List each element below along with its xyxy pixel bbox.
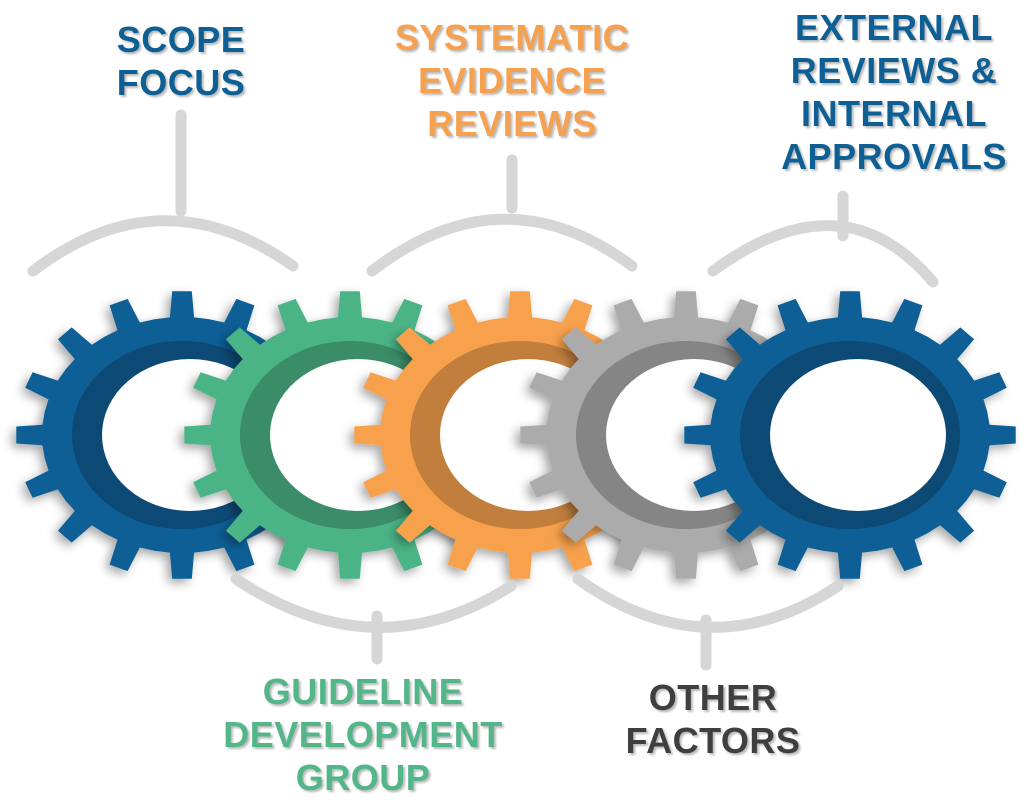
label-scope-focus: SCOPE FOCUS	[86, 18, 276, 104]
label-systematic-evidence-reviews: SYSTEMATIC EVIDENCE REVIEWS	[362, 16, 662, 145]
label-other-line-2: FACTORS	[625, 720, 801, 761]
label-scope-focus-line-1: SCOPE	[116, 19, 246, 60]
connector-external-reviews	[707, 220, 939, 288]
bottom-connectors	[230, 573, 844, 671]
gear-external-reviews	[684, 291, 1016, 579]
top-connectors	[27, 109, 939, 288]
label-guideline-development-group: GUIDELINE DEVELOPMENT GROUP	[208, 670, 518, 799]
label-guideline-line-3: GROUP	[295, 757, 431, 798]
label-external-line-2: REVIEWS &	[790, 50, 998, 91]
label-other-line-1: OTHER	[648, 677, 778, 718]
label-external-reviews: EXTERNAL REVIEWS & INTERNAL APPROVALS	[760, 6, 1028, 178]
label-systematic-line-1: SYSTEMATIC	[394, 17, 630, 58]
label-guideline-line-1: GUIDELINE	[262, 671, 464, 712]
connector-systematic-evidence-reviews	[366, 213, 638, 277]
label-systematic-line-2: EVIDENCE	[417, 60, 607, 101]
gears-group	[16, 291, 1016, 579]
label-guideline-line-2: DEVELOPMENT	[223, 714, 503, 755]
label-external-line-4: APPROVALS	[781, 136, 1007, 177]
label-scope-focus-line-2: FOCUS	[116, 62, 246, 103]
gear-external-reviews-hole	[770, 359, 946, 511]
label-external-line-3: INTERNAL	[801, 93, 987, 134]
label-systematic-line-3: REVIEWS	[427, 103, 597, 144]
label-other-factors: OTHER FACTORS	[598, 676, 828, 762]
label-external-line-1: EXTERNAL	[794, 7, 993, 48]
connector-scope-focus	[27, 215, 299, 277]
